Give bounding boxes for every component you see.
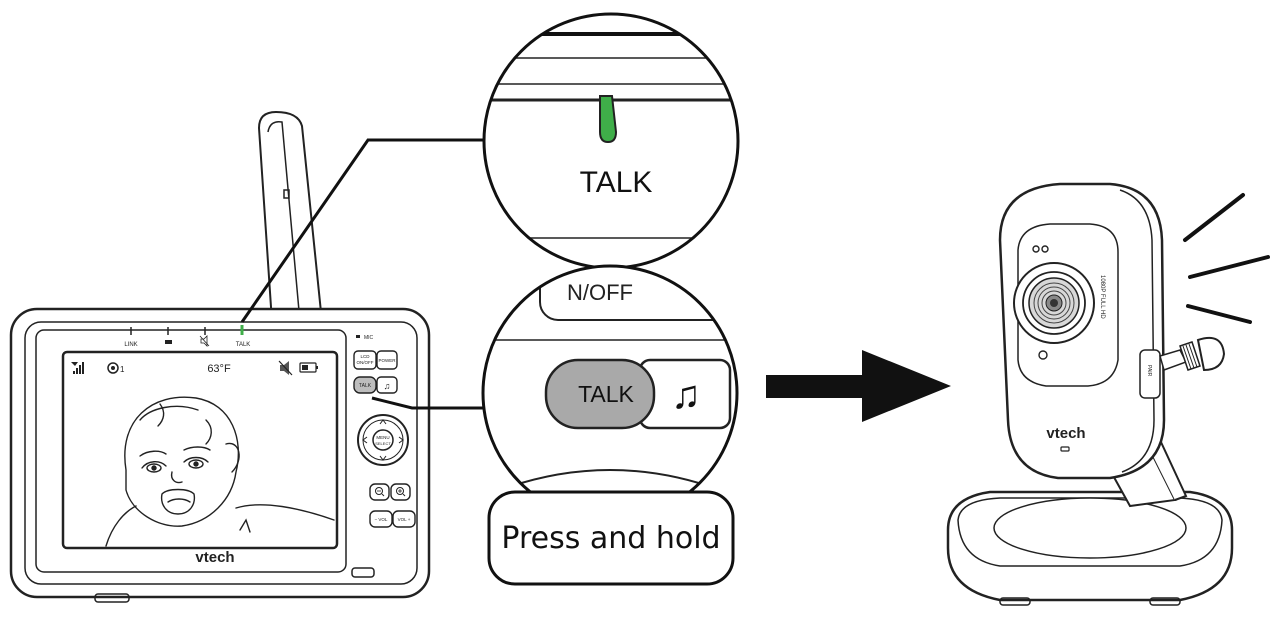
antenna <box>257 110 324 323</box>
svg-text:LCD: LCD <box>360 354 370 359</box>
baby-face-illustration <box>105 396 335 547</box>
talk-led-zoom-label: TALK <box>580 166 653 199</box>
arrow-icon <box>766 350 951 422</box>
pair-button[interactable]: PAIR <box>1139 349 1161 399</box>
music-note-icon: ♫ <box>671 373 701 417</box>
music-note-icon: ♫ <box>384 381 391 391</box>
talk-button-zoomed[interactable]: TALK <box>544 358 656 430</box>
partial-button-label: N/OFF <box>567 280 633 305</box>
temperature-readout: 63°F <box>207 363 231 375</box>
menu-select-button[interactable] <box>372 429 394 451</box>
status-led <box>1060 446 1070 452</box>
parent-unit: LINK TALK MIC 1 63°F <box>9 110 431 603</box>
svg-text:− VOL: − VOL <box>375 517 388 522</box>
battery-status-icon <box>299 362 318 373</box>
antenna-connector <box>1159 336 1226 372</box>
callout-line-button <box>371 396 490 410</box>
right-arrow-icon[interactable] <box>398 436 404 444</box>
link-label: LINK <box>124 342 137 348</box>
up-arrow-icon[interactable] <box>379 419 387 425</box>
mic-icon <box>356 335 360 338</box>
svg-text:POWER: POWER <box>378 358 396 363</box>
camera-lens <box>1013 262 1095 344</box>
signal-icon <box>71 362 84 374</box>
baby-unit-brand: vtech <box>1046 425 1085 442</box>
left-arrow-icon[interactable] <box>362 436 368 444</box>
camera-base <box>946 490 1234 606</box>
svg-text:TALK: TALK <box>359 383 372 389</box>
lcd-screen <box>61 350 339 550</box>
callout-line-led <box>240 138 488 323</box>
mute-led-icon <box>199 335 210 347</box>
down-arrow-icon[interactable] <box>379 455 387 461</box>
zoom-circle-talk-led: TALK <box>482 12 740 270</box>
zoom-out-button[interactable] <box>369 483 390 501</box>
volume-up-button[interactable]: VOL + <box>392 510 416 528</box>
svg-text:SELECT: SELECT <box>375 441 391 446</box>
svg-text:ON/OFF: ON/OFF <box>357 360 374 365</box>
zoom-circle-talk-button: N/OFF ♫ TALK <box>481 264 739 522</box>
baby-unit: 1080P FULL HD vtech PAIR <box>946 182 1270 606</box>
music-button-small[interactable]: ♫ <box>376 376 398 394</box>
sound-waves-icon <box>1183 193 1270 324</box>
instruction-text: Press and hold <box>501 521 720 556</box>
music-button-zoomed[interactable]: ♫ <box>638 358 732 430</box>
mute-status-icon <box>278 360 293 376</box>
navigation-pad[interactable]: MENU SELECT <box>357 414 409 466</box>
battery-led-icon <box>165 340 172 344</box>
talk-indicator-label: TALK <box>236 342 251 348</box>
talk-led-zoomed <box>599 95 618 144</box>
lcd-onoff-button[interactable]: LCD ON/OFF <box>353 350 377 370</box>
svg-text:1: 1 <box>120 365 125 374</box>
zoom-out-icon <box>375 487 383 495</box>
parent-unit-brand: vtech <box>195 549 234 566</box>
camera-icon: 1 <box>107 362 125 374</box>
svg-text:MENU: MENU <box>376 435 389 440</box>
power-button[interactable]: POWER <box>376 350 398 370</box>
lens-label: 1080P FULL HD <box>1099 275 1105 319</box>
volume-down-button[interactable]: − VOL <box>369 510 393 528</box>
callout-lines <box>240 138 490 410</box>
svg-text:VOL +: VOL + <box>398 517 411 522</box>
svg-text:PAIR: PAIR <box>1146 365 1152 377</box>
mic-label: MIC <box>364 335 374 341</box>
zoom-in-button[interactable] <box>390 483 411 501</box>
instruction-box: Press and hold <box>487 490 735 586</box>
talk-button-small[interactable]: TALK <box>353 376 377 394</box>
zoom-in-icon <box>396 487 404 495</box>
svg-text:TALK: TALK <box>578 381 634 407</box>
